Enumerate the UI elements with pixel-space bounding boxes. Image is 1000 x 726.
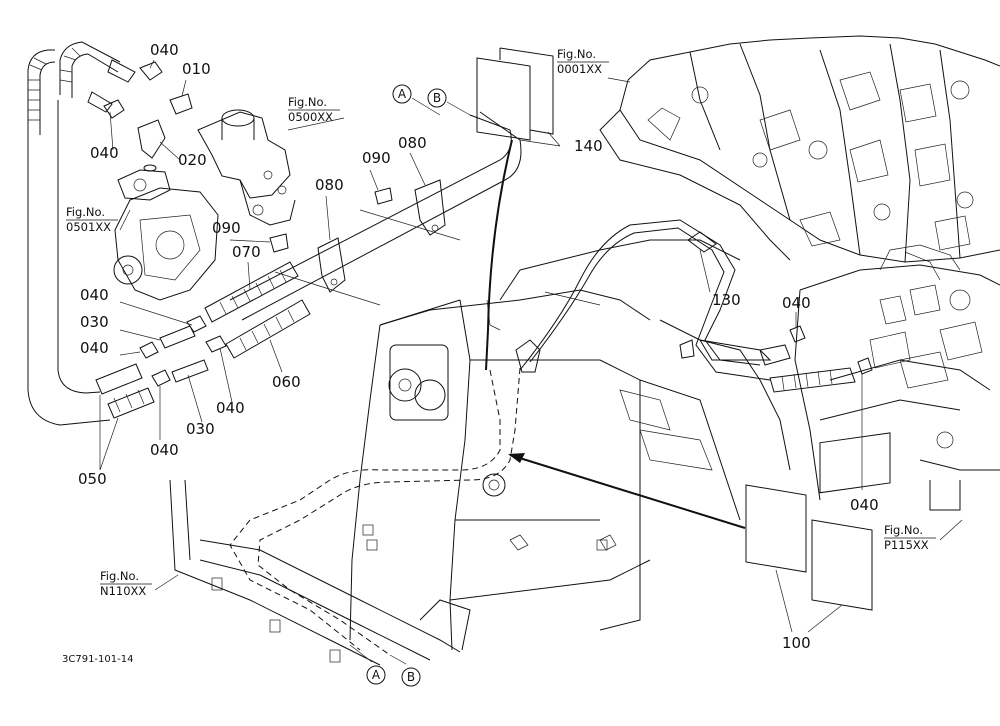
part-label-100: 100 [782, 634, 811, 652]
part-label-060: 060 [272, 373, 301, 391]
fig-ref-0500xx: Fig.No.0500XX [288, 95, 340, 124]
part-label-040: 040 [80, 339, 109, 357]
panel-100 [745, 484, 873, 611]
figure-references: Fig.No.0500XXFig.No.0501XXFig.No.0001XXF… [66, 47, 936, 598]
part-label-140: 140 [574, 137, 603, 155]
dashed-hose-route [229, 367, 521, 656]
fig-ref-0001xx: Fig.No.0001XX [557, 47, 609, 76]
part-label-040: 040 [150, 41, 179, 59]
connector-circle [392, 84, 412, 104]
connector-a: A [392, 84, 412, 104]
part-label-130: 130 [712, 291, 741, 309]
thermostat-housing [197, 109, 296, 226]
part-label-090: 090 [362, 149, 391, 167]
clamps [103, 61, 873, 387]
fig-ref-p115xx: Fig.No.P115XX [884, 523, 936, 552]
part-label-090: 090 [212, 219, 241, 237]
part-label-040: 040 [80, 286, 109, 304]
fig-ref-0501xx: Fig.No.0501XX [66, 205, 118, 234]
engine-block [599, 35, 1000, 263]
connector-letter: A [372, 668, 381, 682]
connector-circle [427, 88, 447, 108]
fig-ref-n110xx: Fig.No.N110XX [100, 569, 152, 598]
part-label-080: 080 [398, 134, 427, 152]
part-label-040: 040 [150, 441, 179, 459]
connector-b: B [401, 667, 421, 687]
connector-b: B [427, 88, 447, 108]
part-label-020: 020 [178, 151, 207, 169]
connector-letter: B [433, 91, 441, 105]
fig-ref-number: P115XX [884, 538, 929, 552]
part-label-080: 080 [315, 176, 344, 194]
connector-markers: A B A B [366, 84, 447, 687]
chassis-rail [169, 479, 471, 666]
fig-ref-number: 0001XX [557, 62, 602, 76]
fig-ref-label: Fig.No. [557, 47, 596, 61]
bracket-080 [317, 179, 446, 293]
part-label-040: 040 [90, 144, 119, 162]
part-label-030: 030 [80, 313, 109, 331]
part-label-010: 010 [182, 60, 211, 78]
fig-ref-number: N110XX [100, 584, 146, 598]
part-label-040: 040 [216, 399, 245, 417]
part-label-040: 040 [782, 294, 811, 312]
part-label-050: 050 [78, 470, 107, 488]
connector-letter: A [398, 87, 407, 101]
connector-circle [366, 665, 386, 685]
transmission-unit [794, 244, 1000, 511]
drawing-code: 3C791-101-14 [62, 654, 133, 665]
connector-letter: B [407, 670, 415, 684]
housing-frame [349, 239, 791, 651]
fig-ref-label: Fig.No. [288, 95, 327, 109]
leader-arrows [485, 139, 746, 529]
panel-140 [476, 47, 554, 141]
pipes [95, 261, 311, 419]
tube-130 [515, 219, 856, 393]
part-label-030: 030 [186, 420, 215, 438]
connector-circle [401, 667, 421, 687]
fig-ref-label: Fig.No. [100, 569, 139, 583]
hose-050-upper [27, 41, 136, 135]
fig-ref-number: 0500XX [288, 110, 333, 124]
fig-ref-label: Fig.No. [66, 205, 105, 219]
fig-ref-label: Fig.No. [884, 523, 923, 537]
part-label-070: 070 [232, 243, 261, 261]
hose-050-loop [27, 100, 111, 426]
water-pump [113, 169, 219, 301]
leader-lines [99, 59, 963, 665]
part-label-040: 040 [850, 496, 879, 514]
fig-ref-number: 0501XX [66, 220, 111, 234]
connector-a: A [366, 665, 386, 685]
